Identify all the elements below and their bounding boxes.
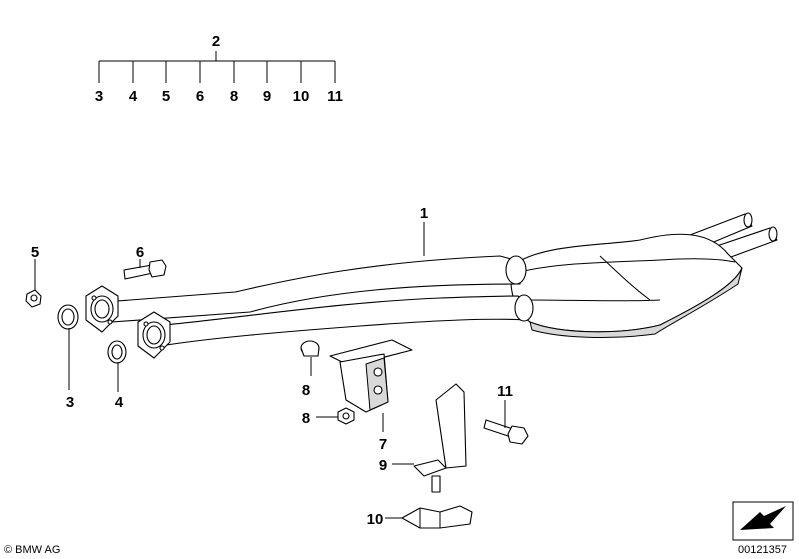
- flange-lower: [137, 311, 171, 359]
- callouts: 1 5 6 3 4 8 8 7 9 11 10: [31, 205, 513, 528]
- callout-11: 11: [497, 383, 513, 400]
- callout-9: 9: [379, 457, 387, 474]
- copyright-text: © BMW AG: [4, 544, 60, 556]
- image-number: 00121357: [738, 544, 787, 556]
- group-member-label: 11: [327, 88, 343, 105]
- orientation-arrow-icon: [732, 501, 794, 541]
- hanger-9: [413, 383, 467, 493]
- callout-6: 6: [136, 244, 144, 261]
- bolt-6: [123, 259, 167, 280]
- leader-lines: [34, 222, 506, 519]
- callout-8-upper: 8: [302, 382, 310, 399]
- callout-3: 3: [66, 394, 74, 411]
- mounting-bracket-7: [329, 339, 413, 413]
- group-member-label: 9: [263, 88, 271, 105]
- group-member-label: 6: [196, 88, 204, 105]
- group-member-label: 4: [129, 88, 138, 105]
- group-member-label: 10: [293, 88, 310, 105]
- rear-silencer: [510, 212, 778, 338]
- nut-5: [25, 289, 42, 308]
- callout-5: 5: [31, 244, 39, 261]
- nut-8: [337, 407, 355, 425]
- callout-1: 1: [420, 205, 428, 222]
- bolt-11: [483, 419, 529, 445]
- group-member-label: 8: [230, 88, 238, 105]
- callout-7: 7: [379, 436, 387, 453]
- group-bracket: 2 3 4 5 6 8 9 10 11: [95, 33, 343, 105]
- callout-10: 10: [367, 511, 384, 528]
- group-member-label: 5: [162, 88, 170, 105]
- group-member-label: 3: [95, 88, 103, 105]
- front-pipes: [103, 255, 534, 347]
- clamp-10: [401, 505, 473, 529]
- gasket-3: [57, 304, 79, 330]
- group-label: 2: [212, 33, 220, 50]
- gasket-4: [107, 340, 127, 364]
- rubber-mount-8: [300, 340, 320, 357]
- callout-8-lower: 8: [302, 410, 310, 427]
- flange-upper: [85, 285, 119, 333]
- callout-4: 4: [115, 394, 124, 411]
